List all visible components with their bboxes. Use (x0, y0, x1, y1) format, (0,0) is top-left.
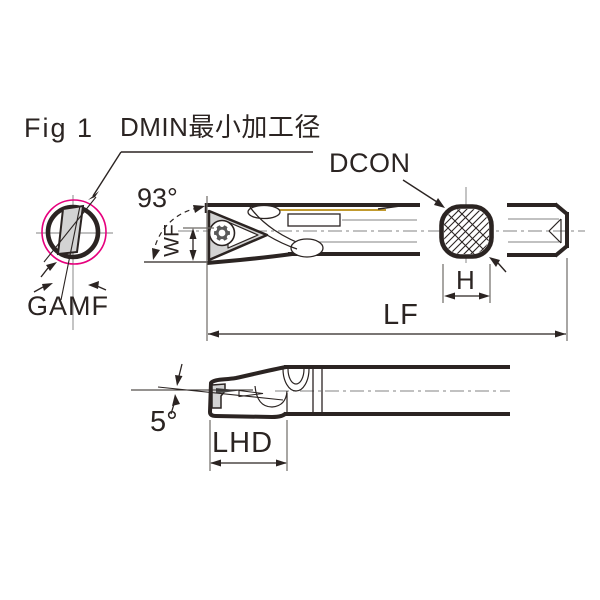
torx-screw (208, 219, 236, 247)
lhd-dimension-label: LHD (212, 427, 274, 459)
figure-number-label: Fig 1 (24, 113, 95, 143)
wf-dimension (183, 227, 214, 261)
wf-dimension-label: WF (160, 224, 184, 257)
approach-angle-label: 93° (137, 183, 178, 213)
h-dimension-label: H (456, 265, 475, 295)
lf-dimension (206, 196, 568, 341)
dmin-detail-view (33, 195, 113, 330)
dmin-leader (88, 151, 313, 200)
dmin-label: DMIN最小加工径 (120, 112, 321, 142)
bottom-view (131, 363, 510, 471)
insert-edge-view (211, 383, 264, 409)
center-hole-mark (548, 218, 562, 244)
shank-end (507, 202, 569, 258)
gamf-angle-arrows (33, 281, 107, 293)
angle-93-annotation (144, 205, 218, 263)
cross-section-view (402, 179, 507, 303)
hatching (444, 209, 489, 254)
gamf-label: GAMF (27, 291, 109, 321)
dcon-leader (402, 179, 507, 273)
back-angle-label: 5° (150, 406, 178, 438)
lf-dimension-label: LF (383, 299, 419, 331)
h-dimension (442, 264, 491, 303)
dcon-label: DCON (329, 148, 411, 178)
lhd-dimension (209, 420, 288, 471)
dmin-circle (41, 199, 107, 265)
side-view (178, 202, 585, 265)
angle-5-annotation (170, 363, 183, 415)
